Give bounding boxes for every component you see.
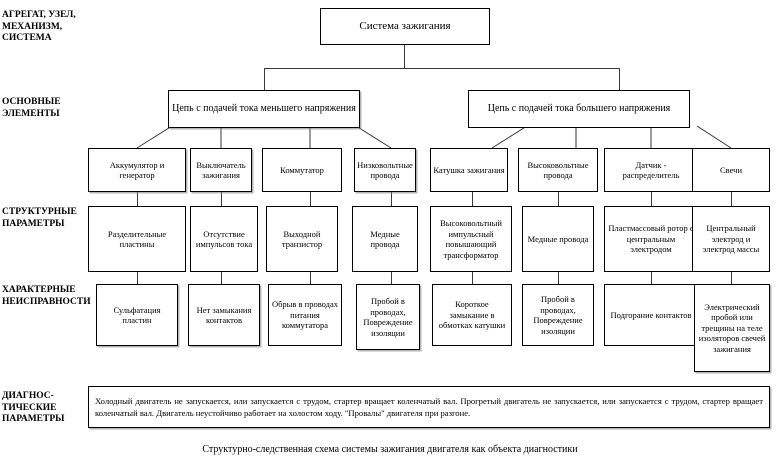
connector-v-2 bbox=[221, 192, 222, 206]
connector-v-8 bbox=[731, 192, 732, 206]
node-root-label: Система зажигания bbox=[359, 20, 451, 32]
node-param-output-transistor-label: Выходной транзистор bbox=[281, 228, 323, 250]
node-element-ignition-coil[interactable]: Катушка зажигания bbox=[430, 148, 508, 192]
connector-branch-left bbox=[264, 68, 265, 90]
node-element-low-voltage-wires[interactable]: Низковольтные провода bbox=[354, 148, 416, 192]
node-element-battery-generator[interactable]: Аккумулятор и генератор bbox=[88, 148, 186, 192]
node-element-ignition-switch[interactable]: Выключатель зажигания bbox=[190, 148, 252, 192]
node-param-central-electrode-label: Центральный электрод и электрод массы bbox=[702, 223, 760, 255]
connector-v-4 bbox=[391, 192, 392, 206]
node-param-step-up-transformer[interactable]: Высоковольтный импульсный повышающий тра… bbox=[430, 206, 512, 272]
row-label-level4: ХАРАКТЕРНЫЕ НЕИСПРАВНОСТИ bbox=[2, 285, 91, 307]
node-param-copper-wires-high-label: Медные провода bbox=[527, 233, 589, 244]
node-param-copper-wires-low-label: Медные провода bbox=[370, 228, 400, 250]
row-label-level3: СТРУКТУРНЫЕ ПАРАМЕТРЫ bbox=[2, 207, 77, 229]
node-diagnostic-parameters-text: Холодный двигатель не запускается, или з… bbox=[95, 395, 763, 419]
node-element-distributor-sensor-label: Датчик - распределитель bbox=[622, 159, 680, 181]
node-element-high-voltage-wires-label: Высоковольтные провода bbox=[527, 159, 589, 181]
connector-w-4 bbox=[391, 272, 392, 284]
node-fault-coil-short-circuit-label: Короткое замыкание в обмотках катушки bbox=[438, 299, 506, 331]
node-fault-wire-breakdown-low-label: Пробой в проводах, Повреждение изоляции bbox=[363, 296, 413, 338]
node-fault-wire-breakdown-low[interactable]: Пробой в проводах, Повреждение изоляции bbox=[356, 284, 420, 350]
node-fault-contact-burning[interactable]: Подгорание контактов bbox=[604, 284, 698, 346]
connector-w-3 bbox=[310, 272, 311, 284]
node-element-ignition-coil-label: Катушка зажигания bbox=[433, 164, 505, 175]
connector-v-5 bbox=[472, 192, 473, 206]
connector-v-3 bbox=[310, 192, 311, 206]
connector-root-stem bbox=[404, 45, 405, 68]
node-branch-high-voltage[interactable]: Цепь с подачей тока большего напряжения bbox=[468, 90, 690, 128]
connector-v-1 bbox=[137, 192, 138, 206]
node-param-copper-wires-low[interactable]: Медные провода bbox=[352, 206, 418, 272]
connector-w-2 bbox=[221, 272, 222, 284]
node-param-plastic-rotor-label: Пластмассовый ротор с центральным электр… bbox=[608, 223, 694, 255]
node-param-copper-wires-high[interactable]: Медные провода bbox=[522, 206, 594, 272]
node-element-spark-plugs[interactable]: Свечи bbox=[692, 148, 770, 192]
connector-w-6 bbox=[558, 272, 559, 284]
node-branch-high-voltage-label: Цепь с подачей тока большего напряжения bbox=[487, 102, 671, 114]
node-fault-no-contact-closure-label: Нет замыкания контактов bbox=[196, 304, 252, 326]
node-fault-coil-short-circuit[interactable]: Короткое замыкание в обмотках катушки bbox=[432, 284, 512, 346]
node-branch-low-voltage-label: Цепь с подачей тока меньшего напряжения bbox=[172, 102, 356, 114]
node-param-no-current-pulses-label: Отсутствие импульсов тока bbox=[195, 228, 253, 250]
connector-w-1 bbox=[137, 272, 138, 284]
node-fault-plate-sulfation-label: Сульфатация пластин bbox=[113, 304, 161, 326]
node-root[interactable]: Система зажигания bbox=[320, 8, 490, 45]
node-element-ignition-switch-label: Выключатель зажигания bbox=[196, 159, 246, 181]
node-fault-wire-breakdown-high-label: Пробой в проводах, Повреждение изоляции bbox=[533, 294, 583, 336]
node-fault-wire-breakdown-high[interactable]: Пробой в проводах, Повреждение изоляции bbox=[522, 284, 594, 346]
node-param-no-current-pulses[interactable]: Отсутствие импульсов тока bbox=[190, 206, 258, 272]
node-fault-no-contact-closure[interactable]: Нет замыкания контактов bbox=[188, 284, 260, 346]
node-fault-insulator-breakdown[interactable]: Электрический пробой или трещины на теле… bbox=[694, 284, 770, 372]
node-fault-contact-burning-label: Подгорание контактов bbox=[610, 309, 692, 320]
diagram-caption: Структурно-следственная схема системы за… bbox=[202, 444, 578, 455]
node-element-commutator[interactable]: Коммутатор bbox=[262, 148, 342, 192]
connector-w-8 bbox=[731, 272, 732, 284]
node-element-high-voltage-wires[interactable]: Высоковольтные провода bbox=[518, 148, 598, 192]
node-fault-power-wire-break-label: Обрыв в проводах питания коммутатора bbox=[271, 299, 339, 331]
row-label-level2: ОСНОВНЫЕ ЭЛЕМЕНТЫ bbox=[2, 97, 61, 119]
connector-branch-right bbox=[619, 68, 620, 90]
node-param-plastic-rotor[interactable]: Пластмассовый ротор с центральным электр… bbox=[604, 206, 698, 272]
row-label-level1: АГРЕГАТ, УЗЕЛ, МЕХАНИЗМ, СИСТЕМА bbox=[2, 10, 76, 43]
node-diagnostic-parameters[interactable]: Холодный двигатель не запускается, или з… bbox=[88, 386, 770, 428]
node-param-output-transistor[interactable]: Выходной транзистор bbox=[266, 206, 338, 272]
node-param-central-electrode[interactable]: Центральный электрод и электрод массы bbox=[692, 206, 770, 272]
node-element-low-voltage-wires-label: Низковольтные провода bbox=[357, 159, 413, 181]
node-element-commutator-label: Коммутатор bbox=[280, 164, 324, 175]
connector-v-7 bbox=[651, 192, 652, 206]
node-param-step-up-transformer-label: Высоковольтный импульсный повышающий тра… bbox=[440, 218, 502, 260]
node-fault-power-wire-break[interactable]: Обрыв в проводах питания коммутатора bbox=[268, 284, 342, 346]
connector-v-6 bbox=[558, 192, 559, 206]
connector-w-7 bbox=[651, 272, 652, 284]
connector-branch-bus bbox=[264, 68, 619, 69]
node-param-separator-plates-label: Разделительные пластины bbox=[107, 228, 167, 250]
row-label-level5: ДИАГНОС- ТИЧЕСКИЕ ПАРАМЕТРЫ bbox=[2, 391, 65, 424]
node-fault-insulator-breakdown-label: Электрический пробой или трещины на теле… bbox=[698, 301, 766, 354]
node-element-battery-generator-label: Аккумулятор и генератор bbox=[109, 159, 165, 181]
node-param-separator-plates[interactable]: Разделительные пластины bbox=[88, 206, 186, 272]
connector-w-5 bbox=[472, 272, 473, 284]
node-element-distributor-sensor[interactable]: Датчик - распределитель bbox=[604, 148, 698, 192]
node-element-spark-plugs-label: Свечи bbox=[719, 164, 743, 175]
node-branch-low-voltage[interactable]: Цепь с подачей тока меньшего напряжения bbox=[168, 90, 360, 128]
node-fault-plate-sulfation[interactable]: Сульфатация пластин bbox=[96, 284, 178, 346]
connector-fan-left bbox=[136, 125, 732, 149]
